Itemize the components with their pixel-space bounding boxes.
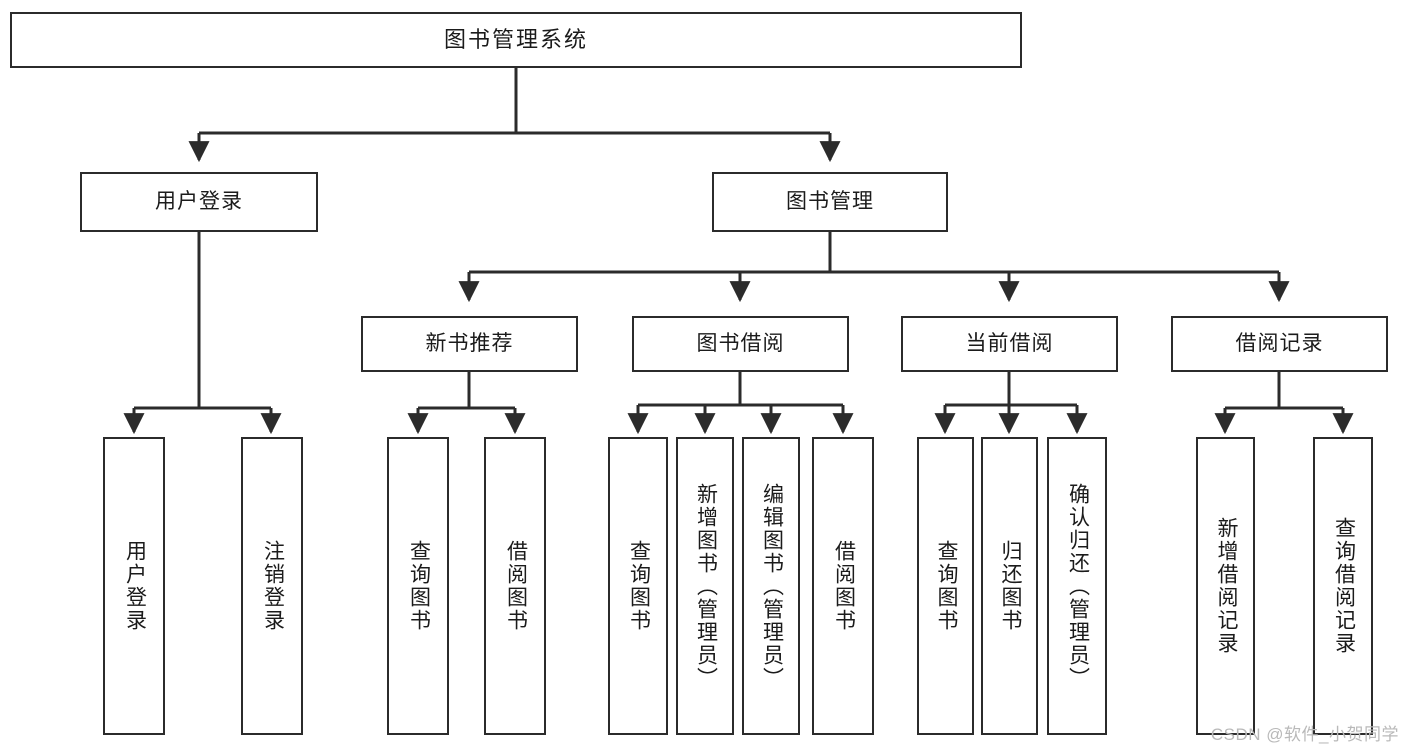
node-label: 借阅图书 <box>832 540 856 632</box>
leaf-recommend-query-book[interactable]: 查询图书 <box>387 437 449 735</box>
node-label: 查询图书 <box>934 540 958 632</box>
node-label: 借阅图书 <box>504 540 528 632</box>
node-label: 图书管理 <box>786 189 874 213</box>
node-label: 用户登录 <box>155 189 243 213</box>
node-label: 查询图书 <box>627 540 651 632</box>
node-book-borrow[interactable]: 图书借阅 <box>632 316 849 372</box>
node-label: 归还图书 <box>998 540 1022 632</box>
node-label: 查询借阅记录 <box>1332 517 1356 655</box>
node-label: 新书推荐 <box>425 331 514 355</box>
leaf-record-add-record[interactable]: 新增借阅记录 <box>1196 437 1255 735</box>
node-label: 新增图书（管理员） <box>694 482 718 690</box>
node-label: 图书借阅 <box>696 331 785 355</box>
leaf-borrow-edit-book-admin[interactable]: 编辑图书（管理员） <box>742 437 800 735</box>
node-label: 编辑图书（管理员） <box>760 482 784 690</box>
node-book-management[interactable]: 图书管理 <box>712 172 948 232</box>
leaf-user-login-login[interactable]: 用户登录 <box>103 437 165 735</box>
node-label: 用户登录 <box>123 540 147 632</box>
node-label: 图书管理系统 <box>443 27 588 53</box>
node-label: 新增借阅记录 <box>1214 517 1238 655</box>
node-label: 借阅记录 <box>1235 331 1324 355</box>
node-borrow-record[interactable]: 借阅记录 <box>1171 316 1388 372</box>
leaf-current-return-book[interactable]: 归还图书 <box>981 437 1038 735</box>
leaf-current-query-book[interactable]: 查询图书 <box>917 437 974 735</box>
node-current-borrow[interactable]: 当前借阅 <box>901 316 1118 372</box>
leaf-borrow-add-book-admin[interactable]: 新增图书（管理员） <box>676 437 734 735</box>
leaf-record-query-record[interactable]: 查询借阅记录 <box>1313 437 1373 735</box>
leaf-borrow-borrow-book[interactable]: 借阅图书 <box>812 437 874 735</box>
node-label: 查询图书 <box>407 540 431 632</box>
node-root-system[interactable]: 图书管理系统 <box>10 12 1022 68</box>
node-user-login[interactable]: 用户登录 <box>80 172 318 232</box>
leaf-user-login-logout[interactable]: 注销登录 <box>241 437 303 735</box>
node-label: 当前借阅 <box>965 331 1054 355</box>
node-label: 注销登录 <box>261 540 285 632</box>
leaf-current-confirm-return-admin[interactable]: 确认归还（管理员） <box>1047 437 1107 735</box>
leaf-borrow-query-book[interactable]: 查询图书 <box>608 437 668 735</box>
node-label: 确认归还（管理员） <box>1066 482 1090 690</box>
leaf-recommend-borrow-book[interactable]: 借阅图书 <box>484 437 546 735</box>
node-new-book-recommend[interactable]: 新书推荐 <box>361 316 578 372</box>
